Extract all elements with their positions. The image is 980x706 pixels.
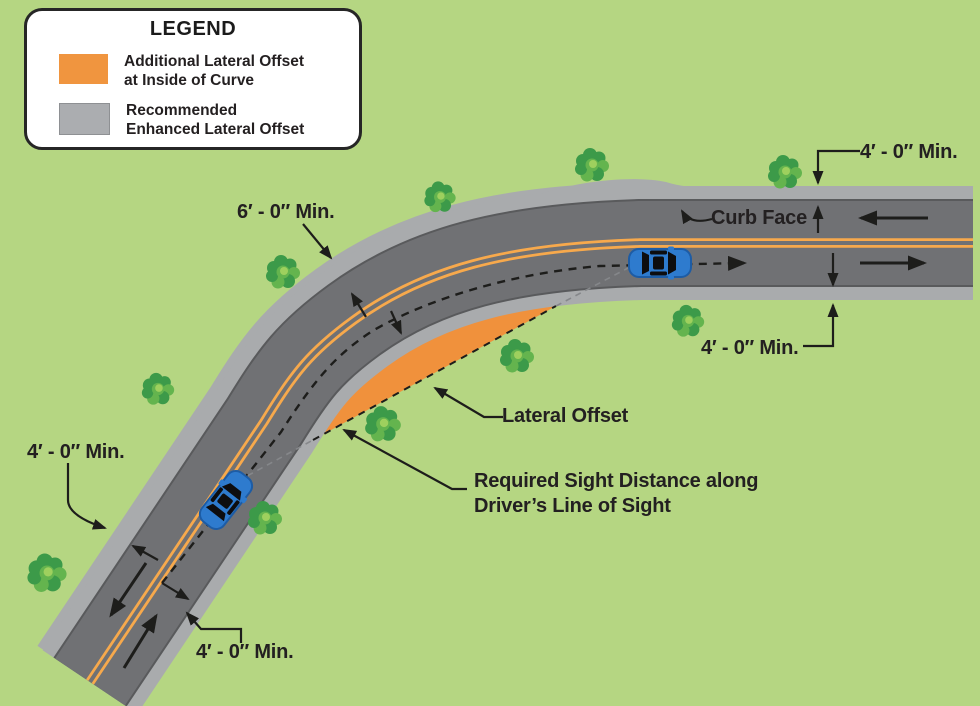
sight-distance-line2: Driver’s Line of Sight	[474, 495, 671, 517]
legend-item-enhanced-offset: Recommended Enhanced Lateral Offset	[59, 101, 359, 139]
legend-line: Recommended	[126, 102, 238, 119]
traffic-arrows	[109, 210, 928, 669]
orange-swatch-icon	[59, 54, 108, 84]
legend-item-label: Additional Lateral Offset at Inside of C…	[124, 52, 304, 90]
southbound-lane-arrow	[109, 562, 148, 618]
road	[84, 179, 973, 682]
four-ft-bottom-leader-arrow	[185, 611, 243, 643]
four-ft-min-right-label: 4′ - 0″ Min.	[701, 337, 799, 359]
four-ft-min-bottom-label: 4′ - 0″ Min.	[196, 641, 294, 663]
six-ft-leader-arrow	[302, 223, 333, 260]
four-ft-left-leader-arrow	[66, 463, 107, 530]
legend-title: LEGEND	[149, 18, 237, 40]
six-ft-min-label: 6′ - 0″ Min.	[237, 201, 335, 223]
curb-face-leader-arrow	[681, 209, 713, 225]
legend-line: at Inside of Curve	[124, 72, 255, 89]
curve-inner-dim-arrow	[389, 310, 403, 335]
sight-line-lower	[237, 439, 314, 482]
right-curb-dim-arrow	[161, 582, 190, 601]
car-icon	[628, 245, 692, 281]
sight-distance-leader-arrow	[342, 429, 467, 491]
legend-item-label: Recommended Enhanced Lateral Offset	[126, 101, 304, 139]
curve-outer-dim-arrow	[350, 292, 367, 318]
legend-line: Enhanced Lateral Offset	[126, 121, 305, 138]
gray-swatch-icon	[59, 103, 110, 135]
four-ft-right-leader-arrow	[803, 303, 839, 348]
lateral-offset-leader-arrow	[433, 386, 503, 419]
dimension-arrows	[66, 149, 860, 643]
left-curb-dim-arrow	[131, 545, 159, 561]
northbound-lane-arrow	[122, 613, 158, 669]
curb-face-label: Curb Face	[711, 207, 808, 229]
sight-line-upper	[555, 267, 629, 307]
lateral-offset-label: Lateral Offset	[502, 405, 629, 427]
driver-travel-path	[161, 255, 747, 584]
legend: LEGEND Additional Lateral Offset at Insi…	[24, 8, 362, 150]
legend-line: Additional Lateral Offset	[124, 53, 304, 70]
four-ft-top-leader-arrow	[812, 149, 860, 185]
sight-distance-label: Required Sight Distance along Driver’s L…	[474, 469, 758, 519]
four-ft-min-left-label: 4′ - 0″ Min.	[27, 441, 125, 463]
legend-item-additional-offset: Additional Lateral Offset at Inside of C…	[59, 52, 359, 90]
sight-line	[237, 267, 629, 482]
sight-distance-line1: Required Sight Distance along	[474, 470, 759, 492]
four-ft-min-top-label: 4′ - 0″ Min.	[860, 141, 958, 163]
